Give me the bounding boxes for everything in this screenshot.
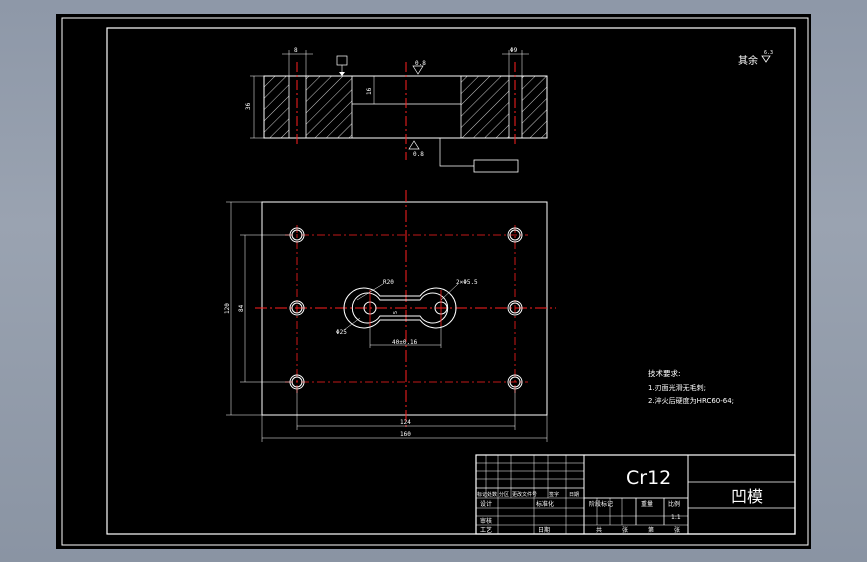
notes-heading: 技术要求: (648, 368, 681, 378)
tb-changedoc: 更改文件号 (512, 491, 537, 498)
title-block-text: Cr12 凹模 标记 处数 分区 更改文件号 签字 日期 设计 标准化 审核 工… (477, 467, 763, 534)
tb-date-label: 日期 (538, 526, 550, 534)
roughness-bottom-icon (408, 140, 420, 150)
roughness-symbol-icon (761, 55, 771, 63)
tb-sheet: 张 (622, 526, 628, 534)
section-view: 8 Φ9 36 16 0.8 0.8 (245, 47, 548, 173)
outer-frame (61, 17, 809, 546)
dim-outer-hole: Φ25 (336, 329, 347, 336)
dim-left-hole: 8 (294, 47, 298, 54)
dim-slot-width: 5 (393, 311, 399, 314)
material-label: Cr12 (626, 467, 671, 489)
dim-radius: R20 (383, 279, 394, 286)
tb-stage-mark: 阶段标记 (589, 500, 613, 508)
dim-span-inner: 124 (400, 419, 411, 426)
dim-pocket-depth: 16 (366, 87, 373, 95)
tb-scale: 比例 (668, 500, 680, 508)
tb-total: 共 (596, 526, 602, 534)
part-name: 凹模 (731, 487, 763, 506)
surface-roughness-note: 其余 6.3 (738, 50, 773, 67)
dim-center-dist: 40±0.16 (392, 339, 418, 346)
surface-note-text: 其余 (738, 54, 758, 67)
dim-holes: 2×Φ5.5 (456, 279, 478, 286)
tb-mark: 标记 (477, 491, 487, 498)
dim-span-total: 160 (400, 431, 411, 438)
title-block (475, 454, 796, 535)
dim-width-inner: 84 (238, 304, 245, 312)
tb-page-unit: 张 (674, 526, 680, 534)
sheet-background (56, 14, 811, 549)
roughness-top-icon (412, 65, 424, 75)
roughness-bottom-value: 0.8 (413, 151, 424, 158)
tb-standardize: 标准化 (536, 500, 554, 508)
tb-design: 设计 (480, 500, 492, 508)
tb-date: 日期 (569, 492, 579, 498)
tb-page: 第 (648, 526, 654, 534)
roughness-rest-value: 6.3 (764, 50, 773, 56)
dim-height: 36 (245, 102, 252, 110)
die-opening (343, 287, 457, 329)
note-item-1: 1.刃面光滑无毛刺; (648, 383, 706, 392)
note-item-2: 2.淬火后硬度为HRC60-64; (648, 396, 734, 405)
tb-sign: 签字 (549, 491, 559, 498)
dim-right-hole: Φ9 (510, 47, 518, 54)
tb-weight: 重量 (641, 500, 653, 508)
bolt-holes (289, 227, 523, 390)
plan-view: R20 2×Φ5.5 Φ25 40±0.16 5 84 120 124 160 (224, 190, 556, 442)
tb-scale-value: 1:1 (671, 514, 681, 521)
tb-process: 工艺 (480, 526, 492, 534)
roughness-top-value: 0.8 (415, 60, 426, 67)
tb-zone: 分区 (499, 491, 509, 498)
dim-height-total: 120 (224, 303, 231, 314)
technical-notes: 技术要求: 1.刃面光滑无毛刺; 2.淬火后硬度为HRC60-64; (648, 368, 734, 405)
tb-count: 处数 (487, 491, 497, 498)
inner-frame (106, 27, 796, 535)
tolerance-frame (473, 159, 519, 173)
tb-review: 审核 (480, 517, 492, 525)
